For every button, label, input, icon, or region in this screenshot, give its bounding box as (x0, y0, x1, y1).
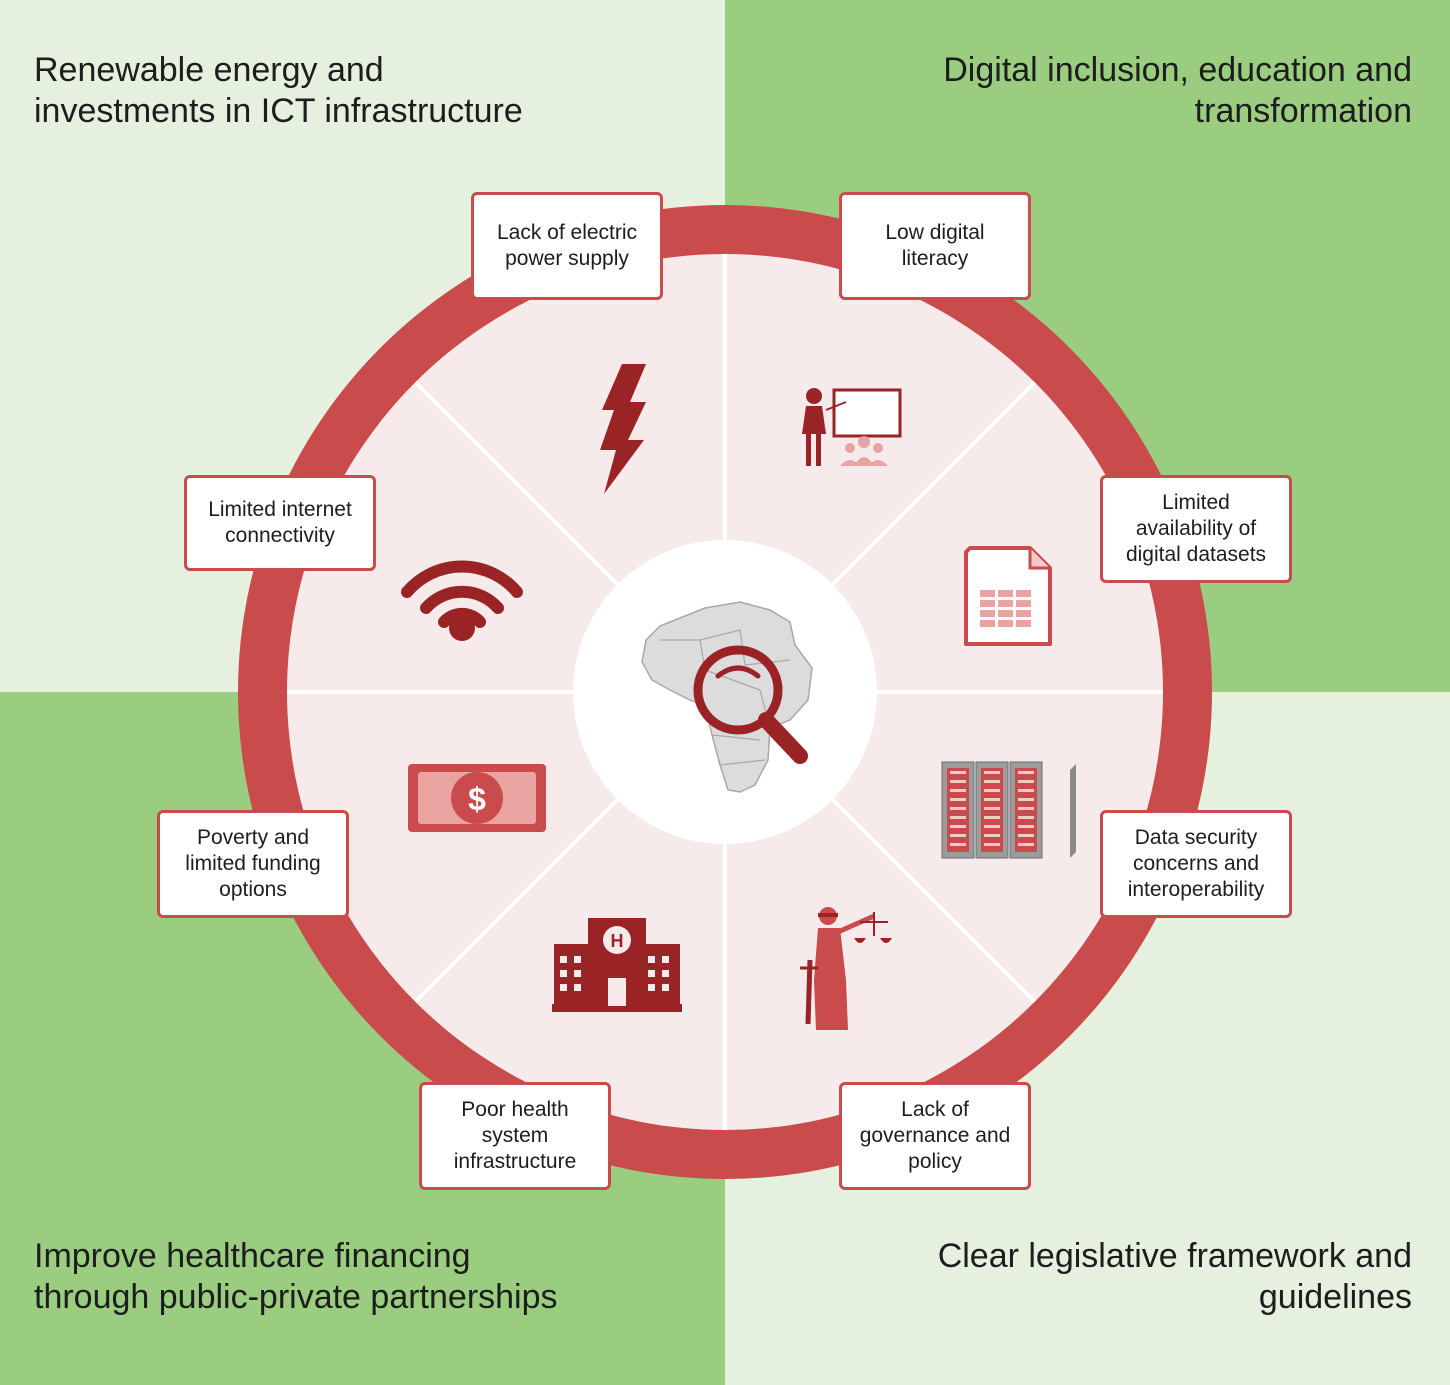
server-slot (1018, 816, 1034, 819)
hospital-window (648, 984, 655, 991)
hospital-window (648, 956, 655, 963)
hospital-sign-letter: H (611, 931, 624, 951)
banknote-dollar-icon: $ (408, 764, 546, 832)
server-slot (1018, 798, 1034, 801)
spreadsheet-cell (980, 590, 995, 597)
server-slot (1018, 807, 1034, 810)
spreadsheet-cell (1016, 590, 1031, 597)
challenge-label-poverty: Poverty and limited funding options (157, 810, 349, 918)
currency-symbol: $ (468, 781, 486, 817)
server-slot (950, 816, 966, 819)
spreadsheet-cell (980, 600, 995, 607)
server-slot (950, 807, 966, 810)
hospital-windows (560, 956, 669, 991)
spreadsheet-cell (998, 600, 1013, 607)
quadrant-title-top-left: Renewable energy and investments in ICT … (34, 51, 523, 130)
wheel-spoke (831, 798, 1037, 1004)
wheel-spoke (831, 380, 1037, 586)
server-slot (984, 789, 1000, 792)
challenge-label-data-security: Data security concerns and interoperabil… (1100, 810, 1292, 918)
spreadsheet-cell (998, 610, 1013, 617)
hospital-window (574, 970, 581, 977)
lady-justice-icon (800, 907, 892, 1030)
server-slot (1018, 843, 1034, 846)
hospital-window (560, 970, 567, 977)
spreadsheet-cell (998, 620, 1013, 627)
challenge-label-internet: Limited internet connectivity (184, 475, 376, 571)
africa-map-magnifier-icon (641, 601, 813, 793)
server-slot (1018, 780, 1034, 783)
teacher-classroom-icon (802, 388, 902, 466)
server-slot (950, 771, 966, 774)
server-slot (984, 843, 1000, 846)
spreadsheet-cells (980, 590, 1031, 627)
server-slot (984, 834, 1000, 837)
server-units (941, 761, 1076, 859)
server-slot (950, 834, 966, 837)
server-slot (984, 816, 1000, 819)
spreadsheet-document-icon (964, 546, 1052, 646)
server-slot (984, 807, 1000, 810)
server-slot (950, 843, 966, 846)
quadrant-title-bottom-left: Improve healthcare financing through pub… (34, 1237, 558, 1316)
server-side-panel (1070, 764, 1076, 858)
challenge-label-health-system: Poor health system infrastructure (419, 1082, 611, 1190)
hospital-window (560, 984, 567, 991)
challenge-label-governance: Lack of governance and policy (839, 1082, 1031, 1190)
server-slot (1018, 825, 1034, 828)
hospital-window (662, 970, 669, 977)
spreadsheet-cell (1016, 600, 1031, 607)
hospital-window (560, 956, 567, 963)
spreadsheet-cell (1016, 620, 1031, 627)
challenge-label-datasets: Limited availability of digital datasets (1100, 475, 1292, 583)
spreadsheet-cell (980, 610, 995, 617)
hospital-window (574, 956, 581, 963)
server-slot (984, 771, 1000, 774)
spreadsheet-cell (1016, 610, 1031, 617)
challenge-label-power: Lack of electric power supply (471, 192, 663, 300)
quadrant-title-bottom-right: Clear legislative framework and guidelin… (937, 1237, 1412, 1316)
server-slot (950, 825, 966, 828)
spreadsheet-cell (980, 620, 995, 627)
lightning-icon (600, 364, 646, 494)
server-slot (950, 789, 966, 792)
hospital-building-icon: H (552, 918, 682, 1012)
server-slot (1018, 834, 1034, 837)
server-slot (984, 798, 1000, 801)
server-slot (984, 825, 1000, 828)
server-slot (950, 780, 966, 783)
server-racks-icon (941, 761, 1076, 859)
wheel-spokes (287, 254, 1163, 1130)
hospital-window (662, 956, 669, 963)
wifi-icon (401, 560, 523, 641)
server-slot (1018, 789, 1034, 792)
spreadsheet-cell (998, 590, 1013, 597)
quadrant-title-top-right: Digital inclusion, education and transfo… (943, 51, 1412, 130)
server-slot (1018, 771, 1034, 774)
hospital-window (648, 970, 655, 977)
server-slot (984, 780, 1000, 783)
server-slot (950, 798, 966, 801)
wheel-spoke (413, 380, 619, 586)
hospital-window (662, 984, 669, 991)
hospital-window (574, 984, 581, 991)
challenge-label-digital-literacy: Low digital literacy (839, 192, 1031, 300)
wheel-spoke (413, 798, 619, 1004)
